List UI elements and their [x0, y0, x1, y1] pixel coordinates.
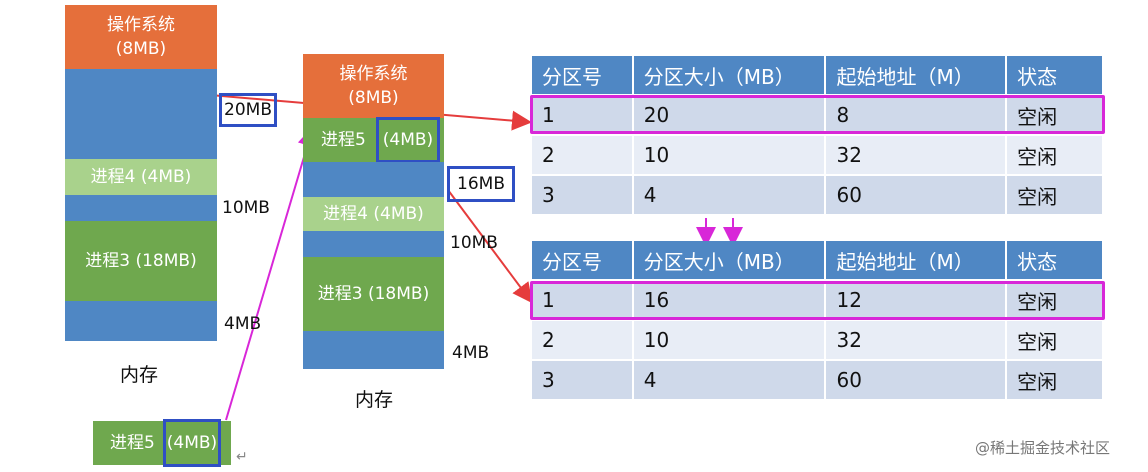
table-cell: 60 — [825, 359, 1008, 399]
table-cell: 4 — [632, 359, 827, 399]
right-free-block-mid — [303, 231, 444, 257]
return-icon: ↵ — [236, 449, 248, 465]
watermark: @稀土掘金技术社区 — [975, 439, 1111, 457]
left-free-block-top — [65, 69, 217, 159]
table-header-cell: 分区大小（MB） — [632, 56, 827, 95]
table-cell: 空闲 — [1006, 174, 1104, 214]
highlight-row-after — [530, 281, 1105, 320]
process5-new-block: 进程5 — [93, 421, 231, 465]
right-free-mid-size-label: 10MB — [450, 233, 498, 253]
table-row: 1 20 8 空闲 — [532, 94, 1104, 135]
right-free-block-top — [303, 162, 444, 197]
left-free-block-mid — [65, 195, 217, 221]
left-free-mid-size-label: 10MB — [222, 198, 270, 218]
table-cell: 8 — [825, 94, 1008, 135]
table-cell: 1 — [532, 94, 634, 135]
left-os-size: (8MB) — [115, 39, 167, 59]
table-cell-changed: 12 — [825, 279, 1008, 320]
table-header-cell: 起始地址（M） — [825, 241, 1008, 280]
table-cell: 3 — [532, 359, 634, 399]
arrow-right-free-to-table — [447, 189, 533, 304]
table-cell: 空闲 — [1006, 279, 1104, 320]
left-free-block-bottom — [65, 301, 217, 341]
table-cell: 空闲 — [1006, 134, 1104, 175]
table-cell: 4 — [632, 174, 827, 214]
left-free-top-size-label: 20MB — [219, 93, 277, 127]
table-cell: 3 — [532, 174, 634, 214]
table-cell: 2 — [532, 319, 634, 360]
right-os-size: (8MB) — [348, 88, 399, 108]
right-process4-block: 进程4 (4MB) — [303, 197, 444, 231]
arrow-process5-placement — [225, 126, 318, 421]
right-process5-size: (4MB) — [382, 130, 434, 150]
highlight-row-before — [530, 95, 1105, 134]
right-free-bottom-size-label: 4MB — [452, 343, 490, 363]
right-memory-caption: 内存 — [355, 389, 394, 411]
left-os-block: 操作系统 (8MB) — [65, 5, 217, 69]
right-os-block: 操作系统 (8MB) — [303, 54, 444, 118]
table-header-cell: 起始地址（M） — [825, 56, 1008, 95]
process5-new-size-box — [163, 419, 221, 467]
table-cell: 10 — [632, 319, 827, 360]
table-cell: 空闲 — [1006, 359, 1104, 399]
left-os-label: 操作系统 — [107, 15, 175, 35]
right-free-top-size-label: 16MB — [447, 166, 515, 202]
left-free-bottom-size-label: 4MB — [224, 314, 262, 334]
table-cell: 2 — [532, 134, 634, 175]
partition-table-after: 分区号 分区大小（MB） 起始地址（M） 状态 1 16 12 空闲 2 10 … — [532, 241, 1104, 399]
table-cell: 10 — [632, 134, 827, 175]
table-header-cell: 分区号 — [532, 56, 634, 95]
table-header-cell: 状态 — [1006, 241, 1104, 280]
right-process3-block: 进程3 (18MB) — [303, 257, 444, 331]
right-process5-name: 进程5 — [321, 130, 366, 150]
table-header-cell: 分区大小（MB） — [632, 241, 827, 280]
table-cell: 60 — [825, 174, 1008, 214]
table-cell: 32 — [825, 319, 1008, 360]
right-process5-block: 进程5 — [303, 118, 444, 162]
process5-new-size: (4MB) — [166, 433, 218, 453]
right-free-block-bottom — [303, 331, 444, 369]
table-header-row: 分区号 分区大小（MB） 起始地址（M） 状态 — [532, 241, 1104, 280]
table-cell: 空闲 — [1006, 319, 1104, 360]
table-row: 2 10 32 空闲 — [532, 319, 1104, 360]
partition-table-before: 分区号 分区大小（MB） 起始地址（M） 状态 1 20 8 空闲 2 10 3… — [532, 56, 1104, 214]
table-row: 2 10 32 空闲 — [532, 134, 1104, 175]
process5-new-name: 进程5 — [110, 433, 155, 453]
table-row: 3 4 60 空闲 — [532, 174, 1104, 214]
left-process3-block: 进程3 (18MB) — [65, 221, 217, 301]
table-header-cell: 状态 — [1006, 56, 1104, 95]
right-os-label: 操作系统 — [339, 64, 408, 84]
table-header-cell: 分区号 — [532, 241, 634, 280]
right-process5-size-box — [376, 117, 440, 163]
table-row: 3 4 60 空闲 — [532, 359, 1104, 399]
left-process4-block: 进程4 (4MB) — [65, 159, 217, 195]
table-cell: 32 — [825, 134, 1008, 175]
table-header-row: 分区号 分区大小（MB） 起始地址（M） 状态 — [532, 56, 1104, 95]
left-memory-caption: 内存 — [120, 364, 159, 386]
table-cell: 空闲 — [1006, 94, 1104, 135]
